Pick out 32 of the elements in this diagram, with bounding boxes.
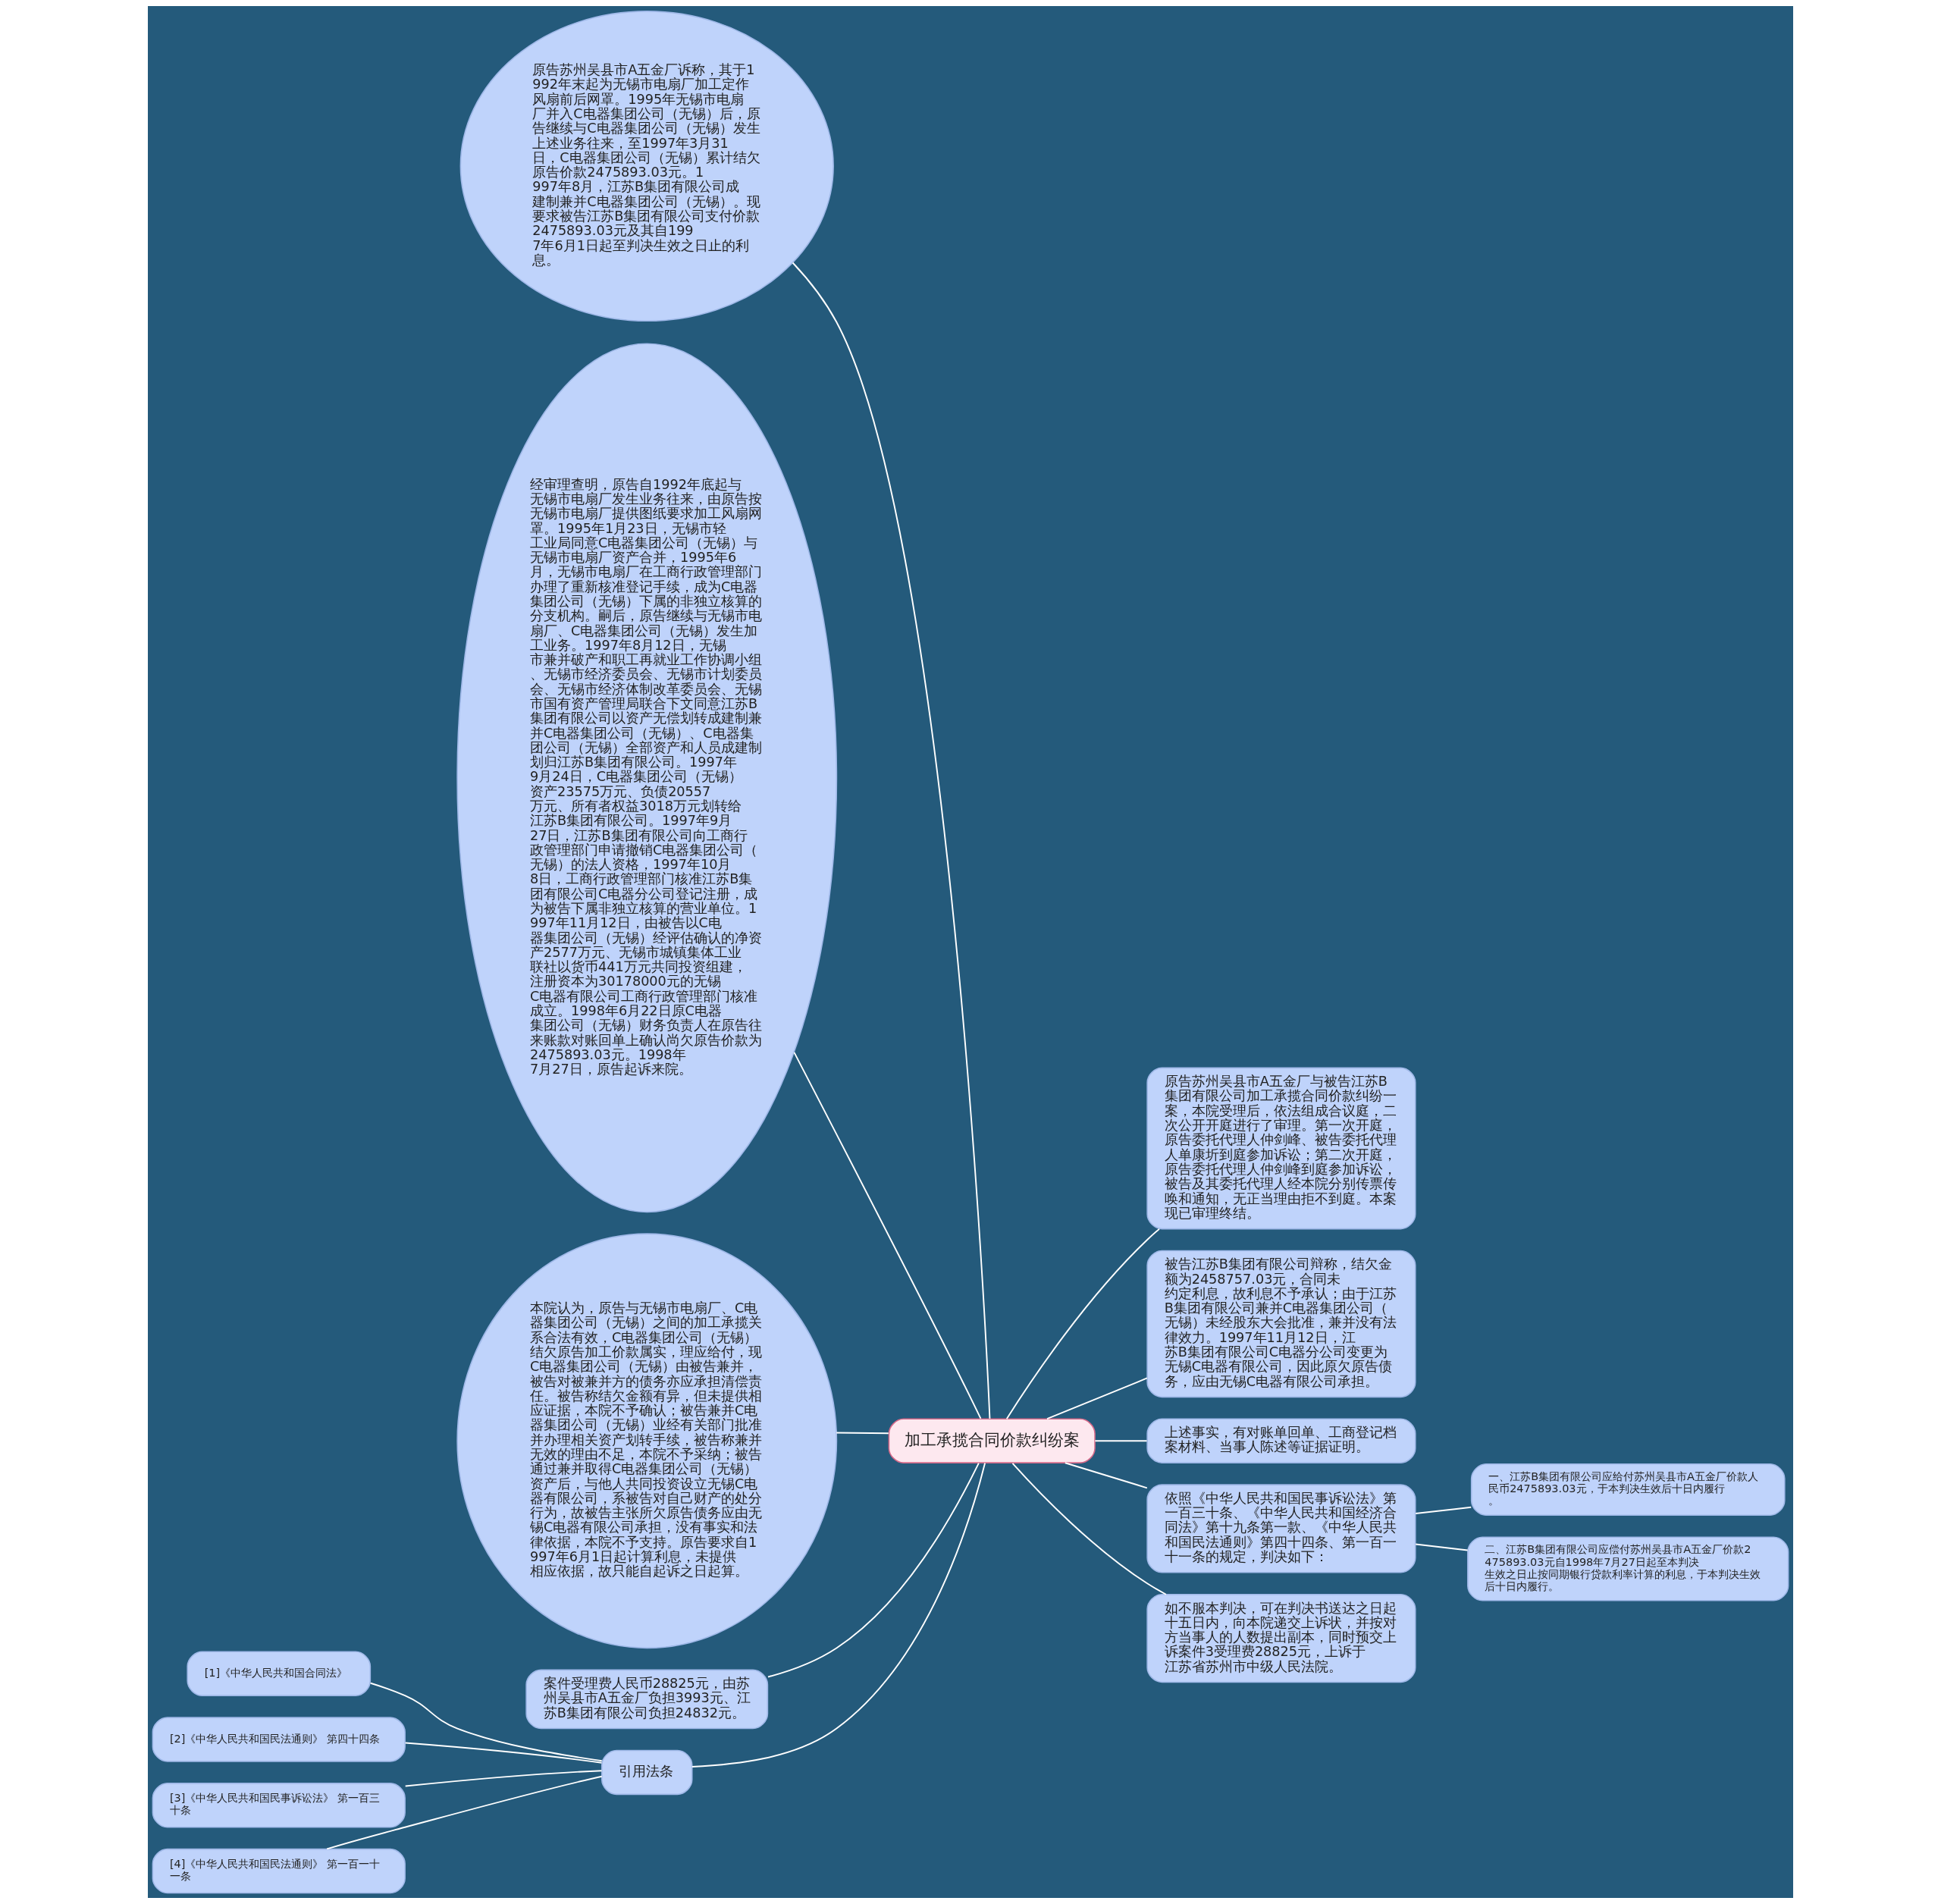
connector (793, 1051, 982, 1419)
node-box: [1]《中华人民共和国合同法》 (187, 1651, 372, 1696)
node-ellipse: 原告苏州吴县市A五金厂诉称，其于1992年末起为无锡市电扇厂加工定作风扇前后网罩。1995年无锡市电扇厂并入C电器集团公司（无锡）后，原告继续与C电器集团公司（无锡）发生上述业务往来，至1997年3月31日，C电器集团公司（无锡）累计结欠原告价款2475893.03元。1997年8月，江苏B集团有限公司成建制兼并C电器集团公司（无锡）。现要求被告江苏B集团有限公司支付价款2475893.03元及其自1997年6月1日起至判决生效之日止的利息。 (459, 11, 834, 322)
node-box: [2]《中华人民共和国民法通则》 第四十四条 (152, 1717, 406, 1762)
node-box: 一、江苏B集团有限公司应给付苏州吴县市A五金厂价款人民币2475893.03元，于本判决生效后十日内履行。 (1470, 1463, 1786, 1517)
connector (691, 1462, 986, 1768)
connector (1064, 1462, 1148, 1489)
node-box: 原告苏州吴县市A五金厂与被告江苏B集团有限公司加工承揽合同价款纠纷一案，本院受理后，依法组成合议庭，二次公开开庭进行了审理。第一次开庭，原告委托代理人仲剑峰、被告委托代理人单康圻到庭参加诉讼；第二次开庭，原告委托代理人仲剑峰到庭参加诉讼，被告及其委托代理人经本院分别传票传唤和通知，无正当理由拒不到庭。本案现已审理终结。 (1146, 1067, 1416, 1230)
node-box: [4]《中华人民共和国民法通则》 第一百一十一条 (152, 1848, 406, 1894)
node-box: 被告江苏B集团有限公司辩称，结欠金额为2458757.03元，合同未约定利息，故利息不予承认；由于江苏B集团有限公司兼并C电器集团公司（无锡）未经股东大会批准，兼并没有法律效力。1997年11月12日，江苏B集团有限公司C电器分公司变更为无锡C电器有限公司，因此原欠原告债务，应由无锡C电器有限公司承担。 (1146, 1250, 1416, 1398)
node-box: 依照《中华人民共和国民事诉讼法》第一百三十条、《中华人民共和国经济合同法》第十九条第一款、《中华人民共和国民法通则》第四十四条、第一百一十一条的规定，判决如下： (1146, 1484, 1416, 1573)
node-box: 引用法条 (601, 1749, 693, 1796)
node-box: 加工承揽合同价款纠纷案 (888, 1418, 1096, 1463)
node-box: 上述事实，有对账单回单、工商登记档案材料、当事人陈述等证据证明。 (1146, 1418, 1416, 1463)
connector (1011, 1462, 1167, 1595)
connector (404, 1742, 603, 1764)
connector (1415, 1543, 1469, 1551)
node-ellipse: 经审理查明，原告自1992年底起与无锡市电扇厂发生业务往来，由原告按无锡市电扇厂提供图纸要求加工风扇网罩。1995年1月23日，无锡市轻工业局同意C电器集团公司（无锡）与无锡市电扇厂资产合并，1995年6月，无锡市电扇厂在工商行政管理部门办理了重新核准登记手续，成为C电器集团公司（无锡）下属的非独立核算的分支机构。嗣后，原告继续与无锡市电扇厂、C电器集团公司（无锡）发生加工业务。1997年8月12日，无锡市兼并破产和职工再就业工作协调小组、无锡市经济委员会、无锡市计划委员会、无锡市经济体制改革委员会、无锡市国有资产管理局联合下文同意江苏B集团有限公司以资产无偿划转成建制兼并C电器集团公司（无锡）、C电器集团公司（无锡）全部资产和人员成建制划归江苏B集团有限公司。1997年9月24日，C电器集团公司（无锡）资产23575万元、负债20557万元、所有者权益3018万元划转给江苏B集团有限公司。1997年9月27日，江苏B集团有限公司向工商行政管理部门申请撤销C电器集团公司（无锡）的法人资格，1997年10月8日，工商行政管理部门核准江苏B集团有限公司C电器分公司登记注册，成为被告下属非独立核算的营业单位。1997年11月12日，由被告以C电器集团公司（无锡）经评估确认的净资产2577万元、无锡市城镇集体工业联社以货币441万元共同投资组建，注册资本为30178000元的无锡C电器有限公司工商行政管理部门核准成立。1998年6月22日原C电器集团公司（无锡）财务负责人在原告往来账款对账回单上确认尚欠原告价款为2475893.03元。1998年7月27日，原告起诉来院。 (456, 343, 838, 1213)
connector (1094, 1440, 1148, 1442)
connector (369, 1682, 603, 1762)
connector (792, 262, 991, 1419)
node-circle: 本院认为，原告与无锡市电扇厂、C电器集团公司（无锡）之间的加工承揽关系合法有效，C电器集团公司（无锡）结欠原告加工价款属实，理应给付，现C电器集团公司（无锡）由被告兼并，被告对被兼并方的债务亦应承担清偿责任。被告称结欠金额有异，但未提供相应证据，本院不予确认；被告兼并C电器集团公司（无锡）业经有关部门批准并办理相关资产划转手续，被告称兼并无效的理由不足，本院不予采纳；被告通过兼并取得C电器集团公司（无锡）资产后，与他人共同投资设立无锡C电器有限公司，系被告对自己财产的处分行为，故被告主张所欠原告债务应由无锡C电器有限公司承担，没有事实和法律依据，本院不予支持。原告要求自1997年6月1日起计算利息，未提供相应依据，故只能自起诉之日起算。 (456, 1233, 838, 1649)
node-box: 二、江苏B集团有限公司应偿付苏州吴县市A五金厂价款2475893.03元自1998年7月27日起至本判决生效之日止按同期银行贷款利率计算的利息，于本判决生效后十日内履行。 (1467, 1536, 1789, 1601)
connector (1415, 1506, 1472, 1515)
connector (836, 1432, 889, 1435)
node-box: 如不服本判决，可在判决书送达之日起十五日内，向本院递交上诉状，并按对方当事人的人数提出副本，同时预交上诉案件3受理费28825元，上诉于江苏省苏州市中级人民法院。 (1146, 1593, 1416, 1683)
node-box: [3]《中华人民共和国民事诉讼法》 第一百三十条 (152, 1783, 406, 1828)
connector (404, 1770, 603, 1787)
connector (767, 1462, 980, 1678)
connector (1005, 1228, 1160, 1420)
node-box: 案件受理费人民币28825元，由苏州吴县市A五金厂负担3993元、江苏B集团有限公司负担24832元。 (525, 1669, 769, 1730)
connector (1046, 1377, 1148, 1420)
